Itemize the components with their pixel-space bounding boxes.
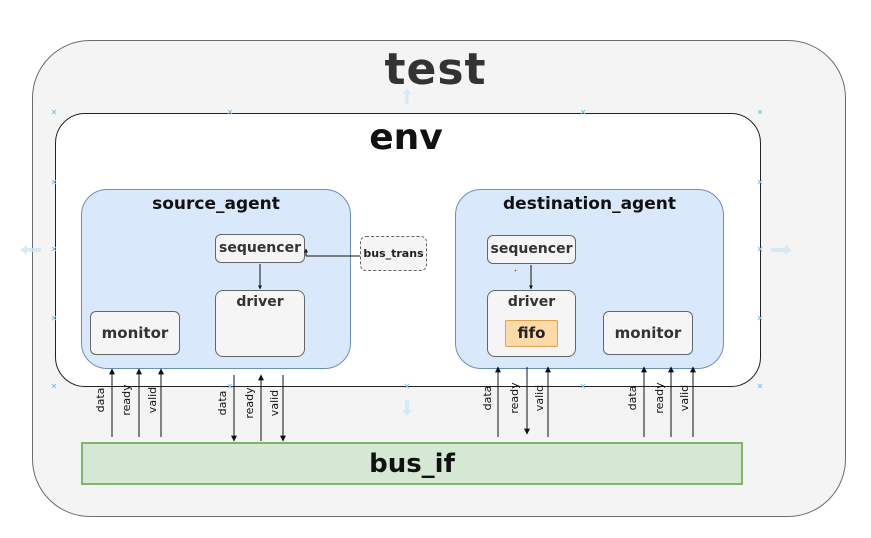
destination-driver-data-label: data bbox=[481, 385, 494, 411]
destination-monitor[interactable]: monitor bbox=[603, 311, 693, 355]
source-monitor-ready-label: ready bbox=[120, 384, 133, 416]
env-title: env bbox=[369, 117, 443, 158]
bus-trans-item[interactable]: bus_trans bbox=[360, 236, 427, 271]
destination-sequencer[interactable]: sequencer bbox=[487, 235, 576, 264]
destination-monitor-ready-label: ready bbox=[653, 382, 666, 414]
bus-if[interactable]: bus_if bbox=[81, 442, 743, 485]
destination-agent-title: destination_agent bbox=[503, 194, 676, 214]
source-monitor[interactable]: monitor bbox=[90, 311, 180, 355]
source-monitor-valid-label: valid bbox=[146, 386, 159, 414]
source-driver[interactable]: driver bbox=[215, 290, 305, 357]
source-monitor-data-label: data bbox=[94, 387, 107, 413]
destination-monitor-valid-label: valid bbox=[678, 384, 691, 412]
test-title: test bbox=[384, 44, 487, 95]
destination-driver-ready-label: ready bbox=[508, 382, 521, 414]
source-driver-data-label: data bbox=[216, 390, 229, 416]
destination-monitor-data-label: data bbox=[626, 385, 639, 411]
source-agent-title: source_agent bbox=[152, 194, 280, 214]
source-driver-ready-label: ready bbox=[243, 387, 256, 419]
source-sequencer[interactable]: sequencer bbox=[215, 234, 305, 263]
destination-fifo[interactable]: fifo bbox=[505, 320, 558, 347]
destination-driver-valid-label: valid bbox=[533, 384, 546, 412]
source-driver-valid-label: valid bbox=[268, 389, 281, 417]
selection-handles bbox=[51, 109, 763, 389]
hover-arrows bbox=[20, 88, 792, 416]
